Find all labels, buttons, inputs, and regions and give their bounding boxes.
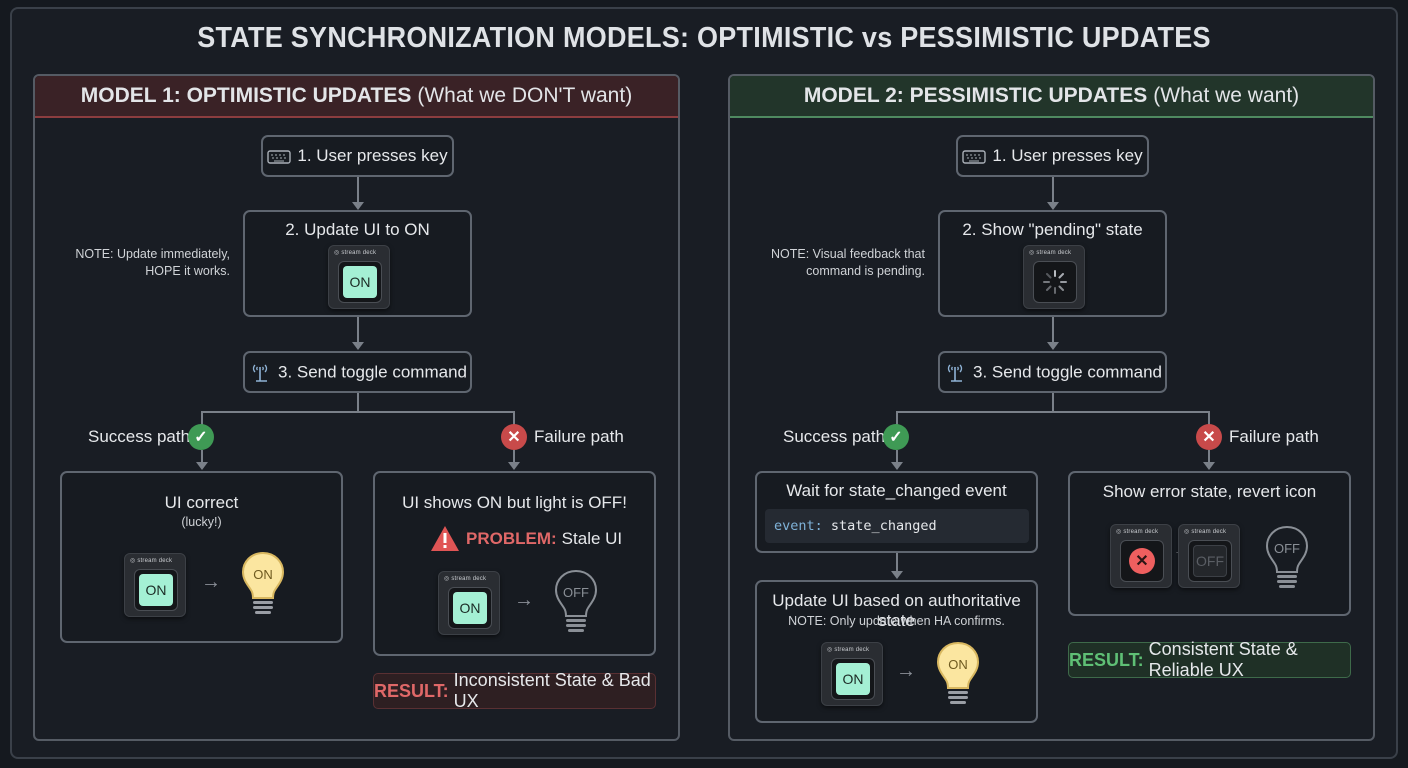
device-brand: ◎ stream deck [334,250,377,256]
success-title: UI correct [164,493,239,512]
arrow-down-icon [1203,462,1215,470]
branch-connector [896,411,1210,413]
step3-label: 3. Send toggle command [972,362,1162,382]
arrow-down-icon [508,462,520,470]
header-rest: (What we want) [1153,84,1300,107]
key-face-on: ON [836,663,870,695]
success-outcome-box: UI correct (lucky!) ◎ stream deck ON → O… [60,471,343,643]
error-state-box: Show error state, revert icon ◎ stream d… [1068,471,1351,616]
connector [357,317,359,343]
arrow-down-icon [1047,342,1059,350]
antenna-icon [252,364,268,382]
step2-label: 2. Show "pending" state [962,220,1143,239]
failure-path-label: Failure path [534,427,624,446]
lightbulb-off-icon [1265,525,1309,588]
wait-title: Wait for state_changed event [786,481,1007,500]
header-rest: (What we DON'T want) [417,84,633,107]
arrow-down-icon [196,462,208,470]
step1-label: 1. User presses key [297,146,448,165]
lightbulb-off-icon [554,569,598,632]
step-send-toggle-command: 3. Send toggle command [243,351,472,393]
stream-deck-key: ◎ stream deck ON [821,642,883,706]
arrow-right-icon: → [201,571,221,593]
header-bold: MODEL 2: PESSIMISTIC UPDATES [803,84,1148,107]
step1-label: 1. User presses key [992,146,1143,165]
wait-for-event-box: Wait for state_changed event event: stat… [755,471,1038,553]
pessimistic-panel: MODEL 2: PESSIMISTIC UPDATES (What we wa… [728,74,1375,741]
x-icon: ✕ [501,424,527,450]
lightbulb-on-icon [241,551,285,614]
bulb-state: OFF [1274,541,1300,556]
step-show-pending: 2. Show "pending" state ◎ stream deck [938,210,1167,317]
key-face-off: OFF [1193,545,1227,577]
check-icon: ✓ [883,424,909,450]
header-bold: MODEL 1: OPTIMISTIC UPDATES [80,84,412,107]
antenna-icon [947,364,963,382]
step-update-ui-on: 2. Update UI to ON ◎ stream deck ON [243,210,472,317]
connector [357,177,359,203]
keyboard-icon [962,149,987,164]
bulb-state: ON [253,567,273,582]
stream-deck-key-error: ◎ stream deck ✕ [1110,524,1172,588]
key-face-on: ON [343,266,377,298]
failure-path-label: Failure path [1229,427,1319,446]
update-note: NOTE: Only update when HA confirms. [788,614,1005,628]
stream-deck-key: ◎ stream deck ON [328,245,390,309]
code-snippet: event: state_changed [765,509,1029,543]
problem-text: Stale UI [561,528,623,548]
bulb-state: OFF [563,585,589,600]
error-title: Show error state, revert icon [1102,482,1317,501]
update-title: Update UI based on authoritative state [772,591,1021,630]
step-user-presses-key: 1. User presses key [261,135,454,177]
key-face-on: ON [139,574,173,606]
arrow-down-icon [891,462,903,470]
bulb-state: ON [948,657,968,672]
arrow-right-icon: → [896,660,916,682]
arrow-down-icon [891,571,903,579]
step3-label: 3. Send toggle command [277,362,467,382]
arrow-right-icon: → [514,589,534,611]
optimistic-panel: MODEL 1: OPTIMISTIC UPDATES (What we DON… [33,74,680,741]
stream-deck-key-reverted: ◎ stream deck OFF [1178,524,1240,588]
stream-deck-key: ◎ stream deck ON [124,553,186,617]
success-subtitle: (lucky!) [181,515,222,529]
arrow-down-icon [1047,202,1059,210]
spinner-icon [1043,270,1067,294]
failure-outcome-box: UI shows ON but light is OFF! PROBLEM: S… [373,471,656,656]
result-badge-good: RESULT: Consistent State & Reliable UX [1068,639,1351,680]
success-path-label: Success path [88,427,191,446]
failure-title: UI shows ON but light is OFF! [402,493,627,512]
key-face-on: ON [453,592,487,624]
keyboard-icon [267,149,292,164]
lightbulb-on-icon [936,641,980,704]
stream-deck-key: ◎ stream deck [1023,245,1085,309]
branch-connector [201,411,515,413]
stream-deck-key: ◎ stream deck ON [438,571,500,635]
problem-label: PROBLEM: [466,528,557,548]
pessimistic-panel-header: MODEL 2: PESSIMISTIC UPDATES (What we wa… [730,76,1373,118]
diagram-title: STATE SYNCHRONIZATION MODELS: OPTIMISTIC… [197,22,1211,54]
step2-label: 2. Update UI to ON [285,220,430,239]
optimistic-note: NOTE: Update immediately,HOPE it works. [75,247,230,278]
arrow-down-icon [352,342,364,350]
success-path-label: Success path [783,427,886,446]
connector [357,393,359,411]
check-icon: ✓ [188,424,214,450]
warning-icon [431,526,459,551]
optimistic-panel-header: MODEL 1: OPTIMISTIC UPDATES (What we DON… [35,76,678,118]
error-x-icon: ✕ [1129,548,1155,574]
step-user-presses-key: 1. User presses key [956,135,1149,177]
x-icon: ✕ [1196,424,1222,450]
result-badge-bad: RESULT: Inconsistent State & Bad UX [373,670,656,711]
arrow-down-icon [352,202,364,210]
step-send-toggle-command: 3. Send toggle command [938,351,1167,393]
update-ui-box: Update UI based on authoritative state N… [755,580,1038,723]
